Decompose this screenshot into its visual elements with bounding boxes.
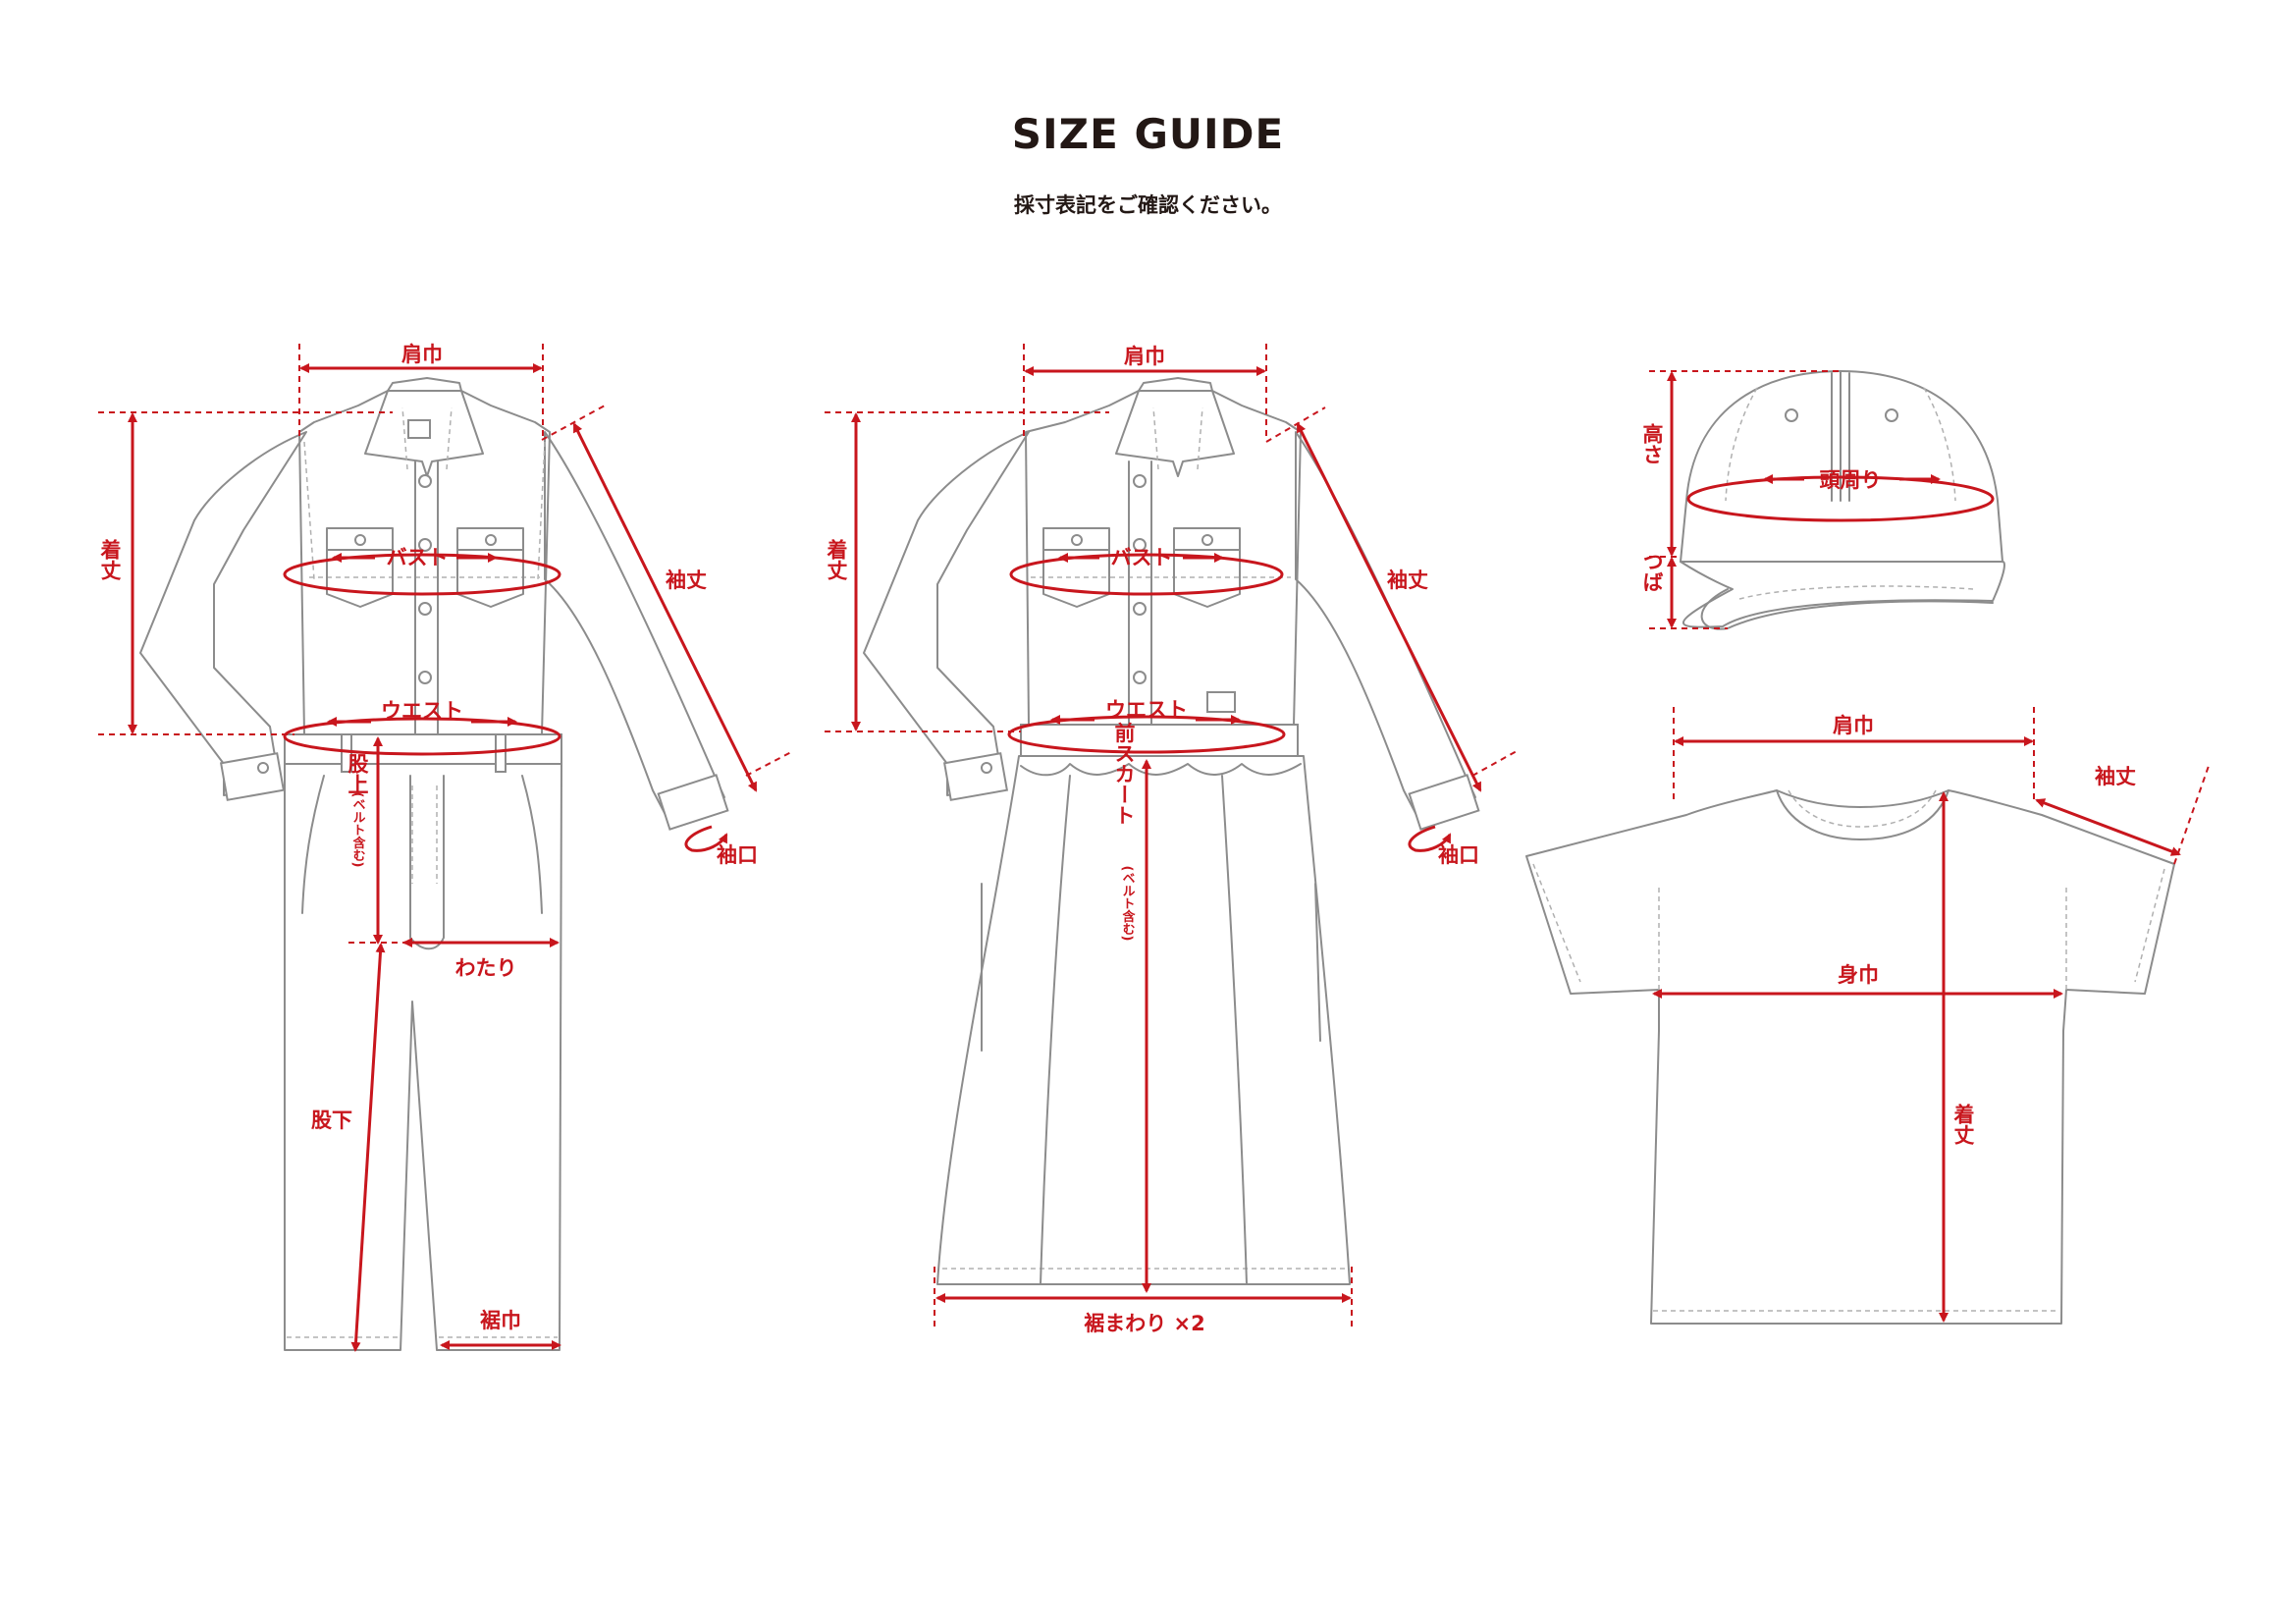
jumpsuit-bust-label: バスト	[387, 546, 449, 569]
cap-brim-label: つば	[1640, 551, 1664, 592]
cap-measures: 高さ つば 頭周り	[1640, 370, 1995, 629]
jumpsuit-thigh-label: わたり	[455, 956, 517, 980]
dress-cuff-label: 袖口	[1438, 843, 1479, 867]
tshirt-illustration	[1525, 789, 2175, 1325]
dress-hem-label: 裾まわり ×2	[1084, 1312, 1205, 1335]
dress-skirt-note: (ベルト含む)	[1120, 866, 1137, 942]
tshirt-chest-label: 身巾	[1838, 963, 1879, 987]
jumpsuit-sleeve-label: 袖丈	[666, 568, 707, 592]
dress-waist-label: ウエスト	[1105, 698, 1188, 722]
dress-shoulder-label: 肩巾	[1124, 345, 1165, 368]
tshirt-measures: 肩巾 袖丈 身巾 着丈	[1652, 707, 2210, 1323]
jumpsuit-rise-label: 股上	[346, 753, 369, 794]
dress-length-label: 着丈	[825, 538, 849, 581]
tshirt-length-label: 着丈	[1951, 1103, 1976, 1146]
page-subtitle: 採寸表記をご確認ください。	[1014, 193, 1282, 217]
page-title: SIZE GUIDE	[1011, 110, 1285, 158]
jumpsuit-waist-label: ウエスト	[381, 699, 463, 723]
cap-illustration	[1680, 370, 2005, 630]
jumpsuit-rise-note: (ベルト含む)	[350, 792, 367, 868]
dress-illustration	[863, 377, 1480, 1285]
dress-sleeve-label: 袖丈	[1387, 568, 1428, 592]
dress-skirt-label: 前スカート	[1112, 722, 1136, 826]
jumpsuit-shoulder-label: 肩巾	[401, 343, 443, 366]
dress-bust-label: バスト	[1111, 546, 1173, 569]
jumpsuit-measures: 肩巾 着丈 バスト ウエスト 袖丈 袖口 股上 (ベルト含む) わたり 股下	[98, 343, 794, 1352]
jumpsuit-length-label: 着丈	[98, 538, 123, 581]
dress-buttons	[1133, 474, 1147, 684]
tshirt-shoulder-label: 肩巾	[1833, 714, 1874, 737]
jumpsuit-inseam-label: 股下	[311, 1109, 352, 1132]
jumpsuit-buttons	[418, 474, 432, 684]
cap-head-label: 頭周り	[1820, 468, 1882, 492]
jumpsuit-hem-label: 裾巾	[480, 1309, 521, 1332]
tshirt-sleeve-label: 袖丈	[2095, 765, 2136, 788]
dress-measures: 肩巾 着丈 バスト ウエスト 袖丈 袖口 前スカート (ベルト含む) 裾まわり …	[825, 344, 1518, 1335]
cap-height-label: 高さ	[1640, 422, 1664, 464]
jumpsuit-cuff-label: 袖口	[717, 843, 758, 867]
jumpsuit-illustration	[139, 377, 729, 1351]
